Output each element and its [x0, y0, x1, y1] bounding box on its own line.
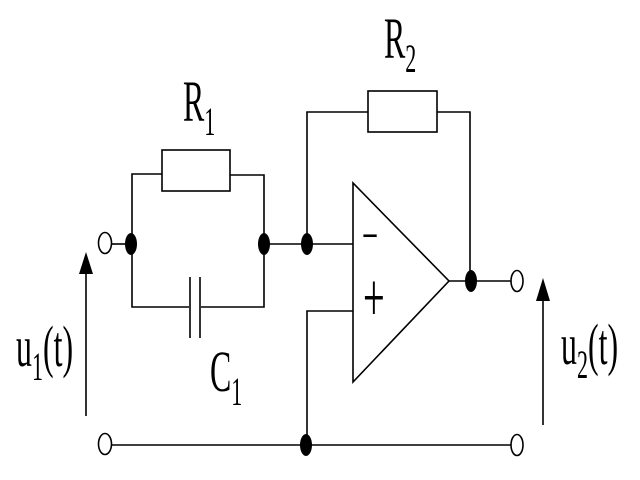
wire-r2-right-branch: [437, 111, 471, 272]
wire-r2-left-branch: [306, 111, 368, 234]
terminal-group: [97, 231, 524, 457]
junction-dot-output: [465, 270, 477, 292]
resistor-r1-body: [161, 149, 231, 192]
junction-dot-input: [125, 233, 137, 255]
wire-r1-right-lead: [230, 174, 265, 234]
u1-arrow-head: [79, 252, 93, 274]
opamp-inverting-sign: −: [362, 208, 379, 265]
label-r2: R2: [384, 10, 416, 79]
r1-base: R: [183, 69, 205, 134]
terminal-output-top: [510, 269, 524, 293]
label-c1: C1: [210, 343, 242, 412]
u2-suffix: (t): [587, 312, 619, 377]
terminal-output-bottom: [510, 433, 524, 457]
c1-subscript: 1: [231, 369, 243, 414]
u2-base: u: [561, 312, 577, 377]
terminal-input-top: [97, 231, 113, 255]
r2-subscript: 2: [405, 36, 417, 81]
wire-r1-left-lead: [131, 173, 162, 234]
opamp-triangle: [352, 181, 451, 385]
label-u1: u1(t): [16, 318, 73, 387]
u1-base: u: [16, 314, 32, 379]
u1-subscript: 1: [31, 344, 43, 389]
wire-c1-left-lead: [131, 254, 189, 308]
junction-dot-summing: [301, 233, 313, 255]
wire-c1-right-lead: [201, 253, 265, 308]
terminal-input-bottom: [97, 432, 113, 456]
r2-base: R: [384, 6, 406, 71]
junction-group: [79, 233, 550, 456]
u2-arrow-head: [536, 278, 550, 301]
u2-subscript: 2: [576, 342, 588, 387]
c1-base: C: [210, 339, 232, 404]
wire-noninverting-input: [306, 310, 353, 435]
opamp-noninverting-sign: +: [363, 260, 385, 337]
r1-subscript: 1: [204, 99, 216, 144]
label-r1: R1: [183, 73, 215, 142]
u1-suffix: (t): [42, 314, 74, 379]
junction-dot-r1c1: [258, 233, 270, 255]
junction-dot-ground: [300, 434, 312, 456]
wire-group: [85, 90, 544, 446]
label-u2: u2(t): [561, 316, 618, 385]
